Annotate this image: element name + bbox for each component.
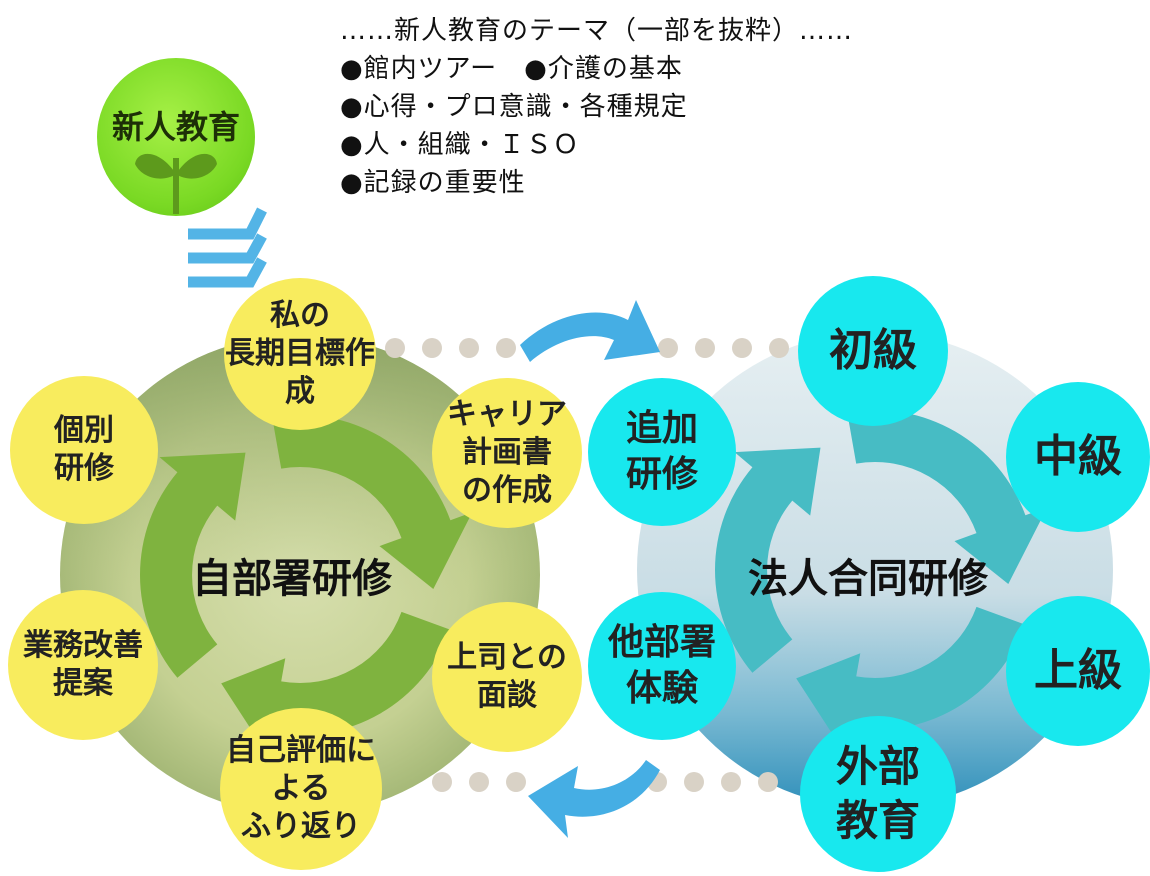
- left-cycle-title: 自部署研修: [192, 556, 392, 602]
- top-dot-connector: [385, 338, 789, 358]
- theme-list-item: ●心得・プロ意識・各種規定: [340, 92, 688, 122]
- node-beginner: 初級: [798, 276, 948, 426]
- node-additional-training: 追加 研修: [588, 378, 736, 526]
- node-external-education: 外部 教育: [800, 716, 956, 872]
- theme-list-header: ……新人教育のテーマ（一部を抜粋）……: [340, 16, 854, 46]
- theme-list: ……新人教育のテーマ（一部を抜粋）…… ●館内ツアー ●介護の基本 ●心得・プロ…: [340, 12, 940, 202]
- node-other-department: 他部署 体験: [588, 592, 736, 740]
- theme-list-item: ●人・組織・ＩＳＯ: [340, 130, 580, 160]
- theme-list-item: ●館内ツアー ●介護の基本: [340, 54, 683, 84]
- sprout-icon: [135, 153, 217, 214]
- left-cycle-disc-shade: [60, 335, 540, 815]
- transfer-arrow-right: [520, 300, 660, 362]
- chevron-down-icon: [188, 207, 267, 288]
- new-hire-training-node: 新人教育: [97, 58, 255, 216]
- right-cycle-arrows: [715, 409, 1048, 751]
- right-cycle-title: 法人合同研修: [748, 556, 988, 602]
- cycle-arrow-segment: [715, 447, 821, 673]
- cycle-arrow-segment: [796, 606, 1026, 751]
- node-advanced: 上級: [1006, 596, 1150, 746]
- node-individual-training: 個別 研修: [10, 376, 158, 524]
- theme-list-item: ●記録の重要性: [340, 168, 526, 198]
- node-long-term-goal: 私の 長期目標作成: [224, 278, 376, 430]
- cycle-arrow-segment: [140, 452, 246, 678]
- node-improvement-proposal: 業務改善 提案: [8, 590, 158, 740]
- transfer-arrow-left: [528, 760, 660, 838]
- node-career-plan: キャリア 計画書 の作成: [432, 378, 582, 528]
- new-hire-training-label: 新人教育: [111, 108, 240, 146]
- bottom-dot-connector: [432, 772, 778, 792]
- cycle-arrow-segment: [272, 414, 473, 589]
- node-supervisor-interview: 上司との 面談: [432, 602, 582, 752]
- node-self-review: 自己評価による ふり返り: [220, 708, 382, 870]
- node-intermediate: 中級: [1006, 382, 1150, 532]
- cycle-arrow-segment: [847, 409, 1048, 584]
